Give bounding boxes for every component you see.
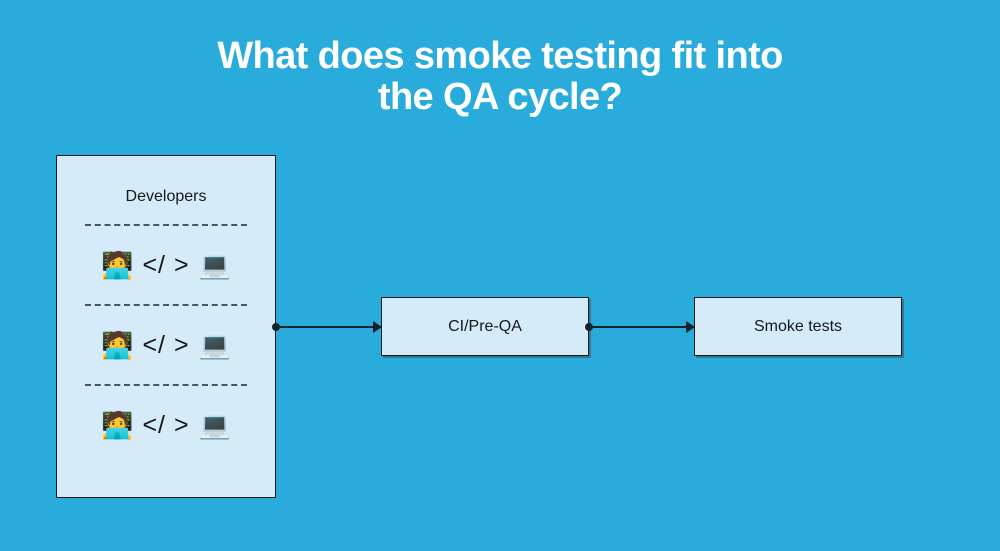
row-separator [85, 304, 247, 306]
laptop-icon: 💻 [198, 250, 231, 280]
laptop-icon: 💻 [198, 410, 231, 440]
edge-developers-to-ci [276, 326, 381, 328]
node-smoke-tests[interactable]: Smoke tests [694, 297, 902, 356]
edge-arrowhead-icon [373, 321, 382, 333]
developer-rows: 🧑‍💻 </ > 💻 🧑‍💻 </ > 💻 🧑‍💻 </ > 💻 [57, 224, 275, 464]
technologist-icon: 🧑‍💻 [101, 250, 134, 280]
node-ci-pre-qa[interactable]: CI/Pre-QA [381, 297, 589, 356]
row-separator [85, 224, 247, 226]
edge-ci-to-smoke [589, 326, 694, 328]
code-tag-icon: </ > [142, 330, 190, 359]
developers-label: Developers [125, 188, 207, 205]
developer-row: 🧑‍💻 </ > 💻 [57, 226, 275, 304]
edge-arrowhead-icon [686, 321, 695, 333]
smoke-tests-label: Smoke tests [753, 317, 843, 335]
node-developers[interactable]: Developers 🧑‍💻 </ > 💻 🧑‍💻 </ > 💻 🧑‍💻 [56, 155, 276, 498]
page-title: What does smoke testing fit into the QA … [217, 35, 783, 119]
code-tag-icon: </ > [142, 250, 190, 279]
row-separator [85, 384, 247, 386]
developer-row: 🧑‍💻 </ > 💻 [57, 306, 275, 384]
developer-row: 🧑‍💻 </ > 💻 [57, 386, 275, 464]
technologist-icon: 🧑‍💻 [101, 330, 134, 360]
ci-pre-qa-label: CI/Pre-QA [448, 317, 522, 335]
technologist-icon: 🧑‍💻 [101, 410, 134, 440]
laptop-icon: 💻 [198, 330, 231, 360]
code-tag-icon: </ > [142, 410, 190, 439]
